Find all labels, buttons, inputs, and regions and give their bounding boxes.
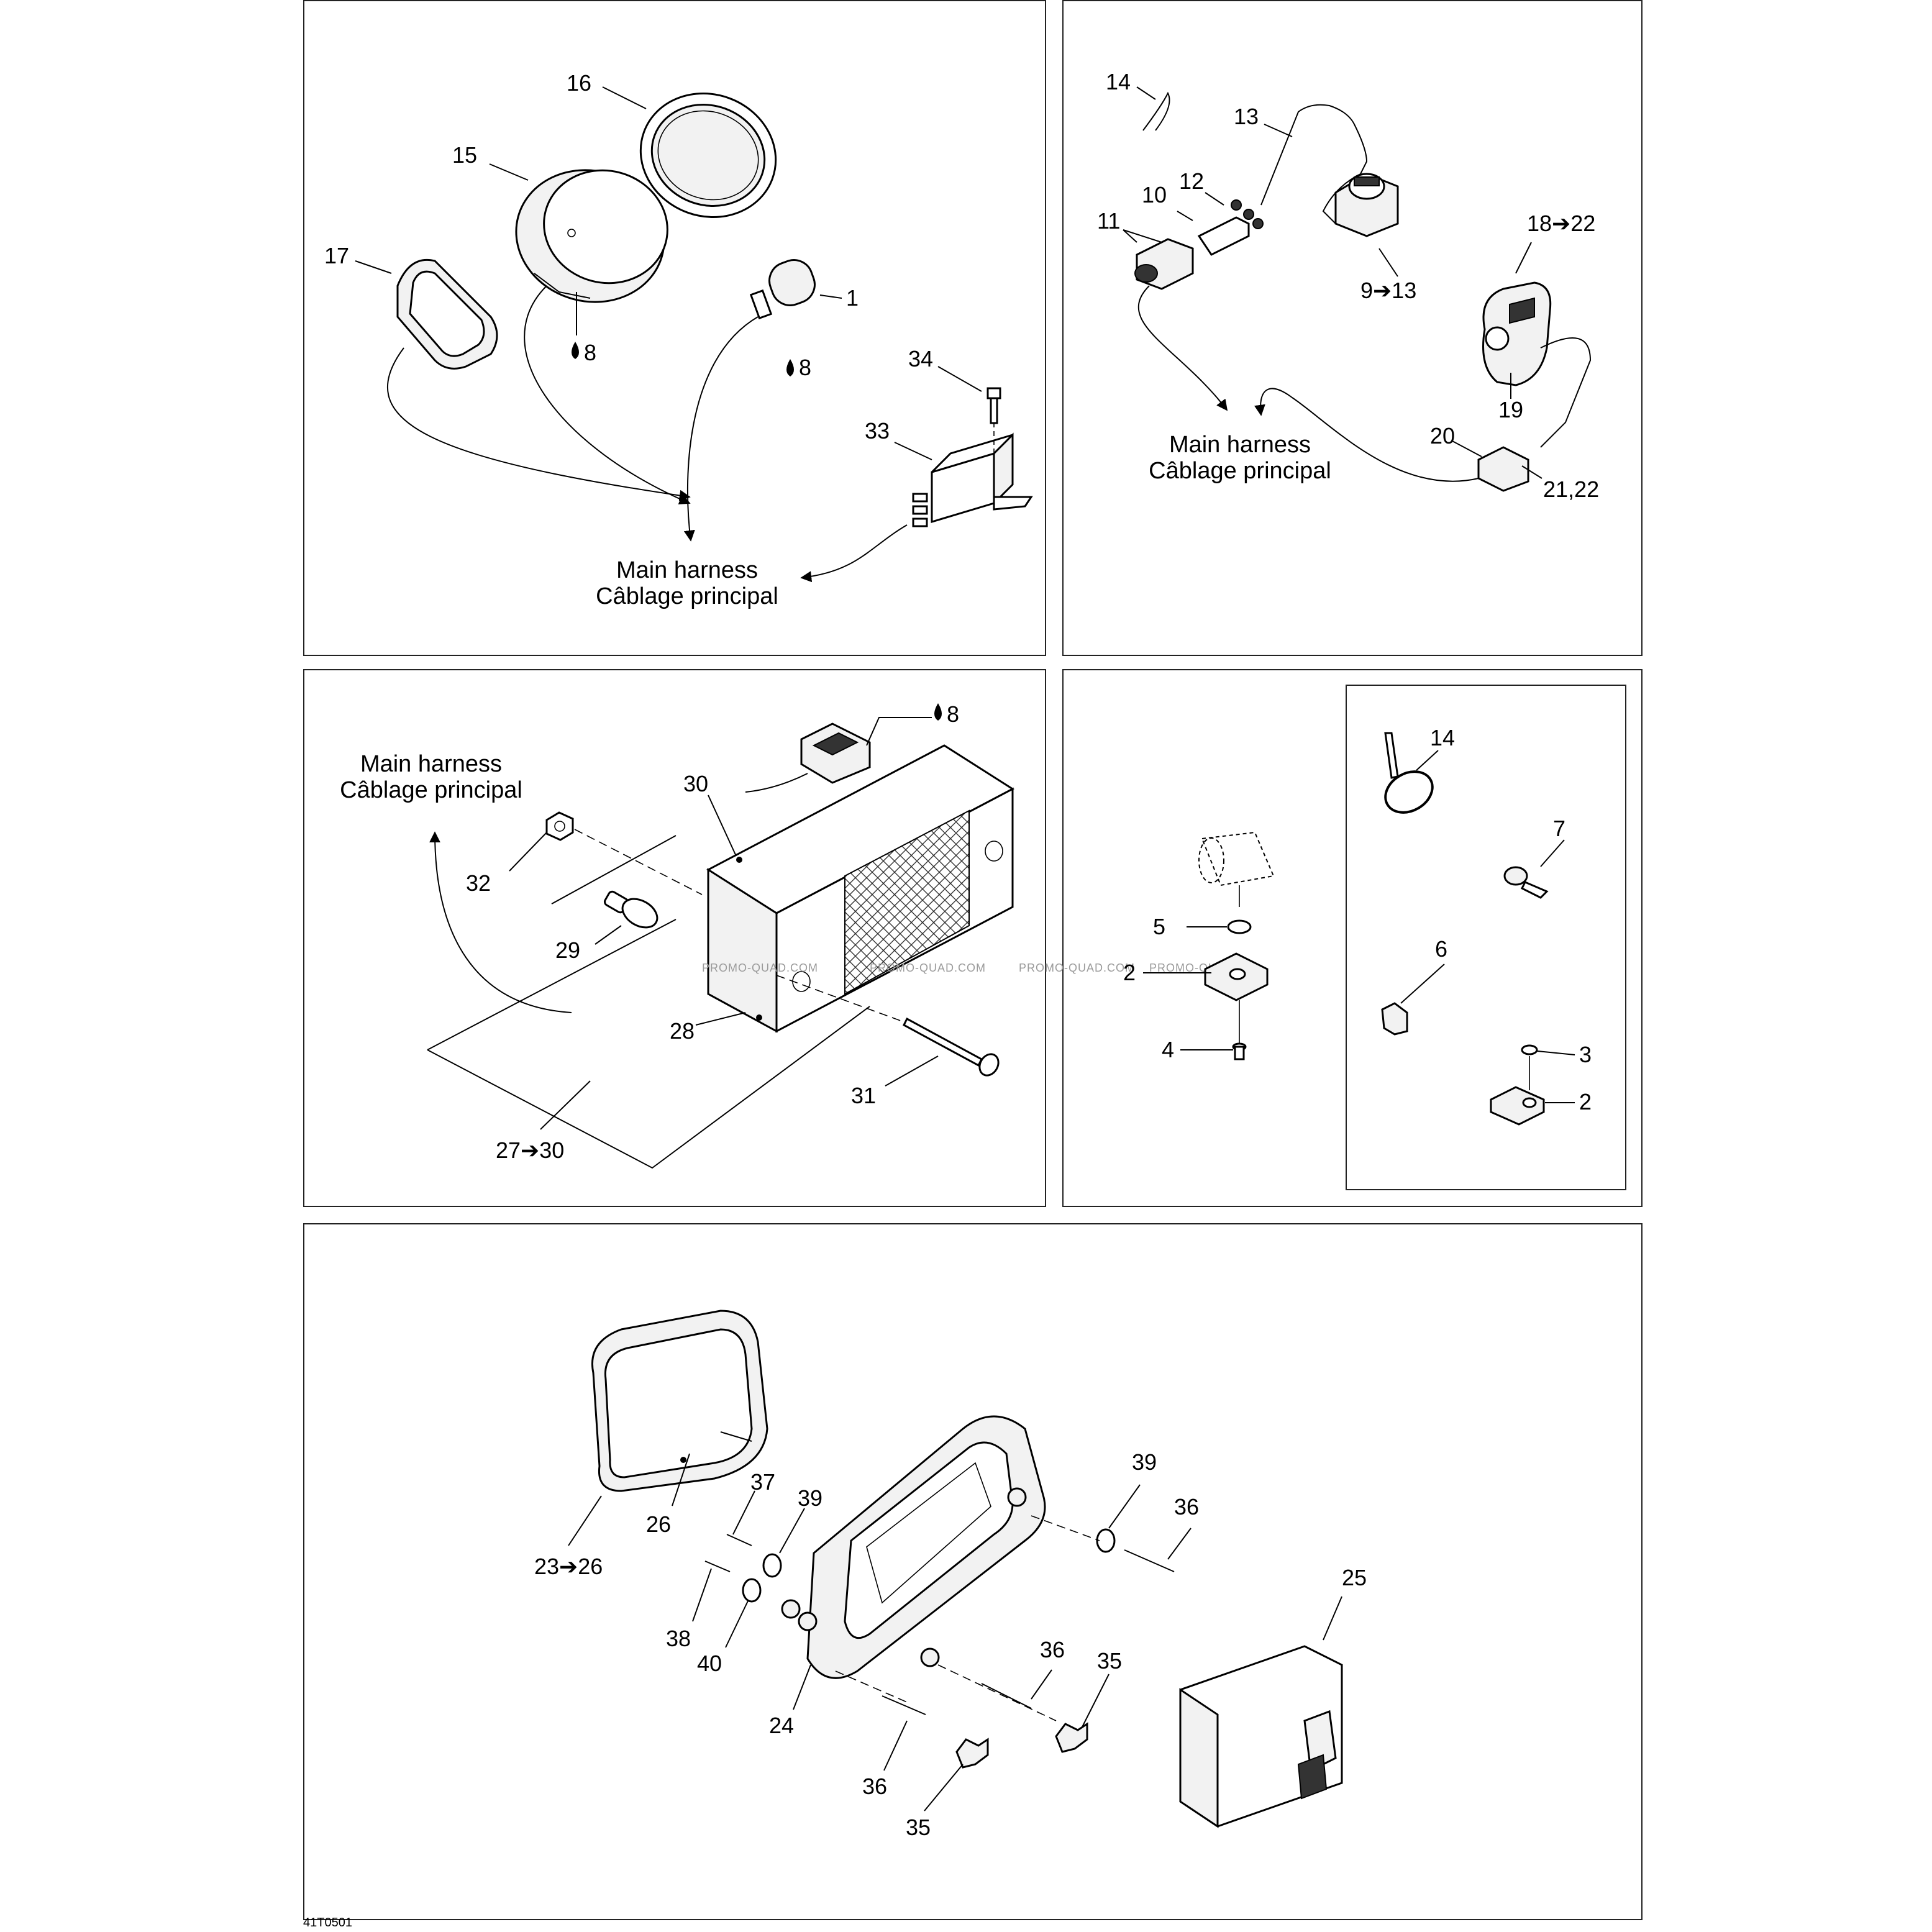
rear-lamp-part-25 [1179, 1645, 1343, 1828]
callout-39b: 39 [1132, 1449, 1157, 1475]
callout-36c: 36 [862, 1774, 887, 1799]
callout-25: 25 [1342, 1565, 1367, 1590]
callout-9-13: 9➔13 [1360, 278, 1416, 303]
callout-14-top: 14 [1106, 69, 1131, 94]
callout-35b: 35 [906, 1815, 931, 1840]
callout-38: 38 [666, 1626, 691, 1651]
callout-2: 2 [1123, 960, 1136, 985]
screw-part-31 [903, 1017, 1000, 1077]
callout-18-22: 18➔22 [1527, 211, 1595, 236]
figure-code: 41T0501 [303, 1916, 352, 1930]
callout-23-26: 23➔26 [534, 1554, 603, 1579]
panel-top-right-drawing: 14 13 12 10 11 9➔13 18➔22 19 20 21,22 Ma… [1097, 69, 1599, 502]
tail-light-part-28 [706, 744, 1014, 1033]
callout-12: 12 [1179, 168, 1204, 194]
watermark-3: PROMO-QUAD.COM [1019, 962, 1135, 974]
oil-drop-icon [572, 342, 579, 359]
callout-8c: 8 [947, 701, 959, 727]
callout-34: 34 [908, 346, 933, 371]
callout-7: 7 [1553, 816, 1565, 841]
callout-36b: 36 [1040, 1637, 1065, 1662]
harness-label-fr-3: Câblage principal [340, 777, 522, 803]
clip-part-2 [1204, 952, 1269, 1001]
clip-part-6 [1381, 1002, 1408, 1036]
clip-part-2b [1490, 1086, 1545, 1126]
callout-6: 6 [1435, 936, 1447, 962]
headlamp-part-26 [591, 1310, 768, 1492]
callout-21-22: 21,22 [1543, 476, 1599, 502]
callout-16: 16 [567, 70, 591, 96]
callout-28: 28 [670, 1018, 695, 1044]
callout-4: 4 [1162, 1037, 1174, 1062]
watermark-1: PROMO-QUAD.COM [702, 962, 818, 974]
screw-part-3 [1521, 1044, 1538, 1090]
callout-39a: 39 [798, 1485, 822, 1511]
callout-2b: 2 [1579, 1089, 1592, 1114]
callout-24: 24 [769, 1713, 794, 1738]
push-rivet-part-7 [1503, 866, 1549, 899]
screw-part-4 [1232, 1042, 1247, 1060]
callout-32: 32 [466, 870, 491, 896]
panel-mid-right [1062, 669, 1643, 1207]
cable-tie-part-14 [1384, 732, 1434, 814]
callout-31: 31 [851, 1083, 876, 1108]
screw-part-34 [987, 387, 1001, 491]
panel-mid-right-drawing: 5 2 4 14 7 6 3 2 [1123, 725, 1592, 1126]
nut-part-32 [545, 811, 574, 841]
hardware-inset-box [1346, 685, 1626, 1190]
callout-27-30: 27➔30 [496, 1137, 564, 1163]
callout-37: 37 [750, 1469, 775, 1495]
handlebar-switch-part-18 [1482, 281, 1592, 448]
harness-label-en-2: Main harness [1169, 432, 1311, 458]
callout-35a: 35 [1097, 1648, 1122, 1674]
headlamp-bezel-part-24 [806, 1415, 1046, 1679]
callout-17: 17 [324, 243, 349, 268]
harness-label-en: Main harness [616, 557, 758, 583]
callout-20: 20 [1430, 423, 1455, 449]
switch-part-17 [396, 258, 498, 370]
callout-40: 40 [697, 1651, 722, 1676]
watermark-2: PROMO-QUAD.COM [870, 962, 986, 974]
oil-drop-icon [786, 359, 794, 376]
tail-light-connector [745, 717, 932, 793]
callout-8a: 8 [584, 340, 596, 365]
callout-15: 15 [452, 142, 477, 168]
panel-top-left-drawing: 16 15 17 1 8 8 34 33 Main harness Câblag… [324, 70, 1033, 609]
callout-29: 29 [555, 937, 580, 963]
callout-19: 19 [1498, 397, 1523, 422]
callout-33: 33 [865, 418, 890, 444]
callout-13: 13 [1234, 104, 1259, 129]
fuse-dashed-outline [1198, 831, 1275, 886]
callout-36a: 36 [1174, 1494, 1199, 1520]
harness-label-en-3: Main harness [360, 751, 502, 777]
bezel-ring-part-16 [639, 93, 777, 218]
callout-11: 11 [1097, 208, 1120, 234]
bulb-part-29 [603, 890, 658, 929]
callout-14-mid: 14 [1430, 725, 1455, 750]
connector-part-20 [1477, 446, 1529, 492]
indicator-part-1 [749, 259, 816, 320]
callout-8b: 8 [799, 355, 811, 380]
callout-5: 5 [1153, 914, 1165, 939]
oil-drop-icon [934, 703, 942, 721]
relay-part-33 [912, 432, 1033, 527]
connector-parts-10-12 [1134, 199, 1264, 290]
callout-26: 26 [646, 1511, 671, 1537]
callout-10: 10 [1142, 182, 1167, 207]
callout-3: 3 [1579, 1042, 1592, 1067]
callout-30: 30 [683, 771, 708, 796]
key-switch-part-9 [1334, 173, 1399, 237]
watermark-4: PROMO-QU [1149, 962, 1217, 974]
harness-label-fr: Câblage principal [596, 583, 778, 609]
harness-label-fr-2: Câblage principal [1149, 458, 1331, 484]
panel-mid-left-drawing: 8 30 32 29 28 31 27➔30 Main harness Câbl… [340, 701, 1217, 1169]
washer-part-5 [1227, 919, 1252, 934]
panel-bottom-drawing: 26 23➔26 37 39 38 40 24 39 36 36 35 36 3… [534, 1310, 1367, 1840]
callout-1: 1 [846, 285, 859, 311]
round-lamp-part-15 [515, 169, 668, 303]
